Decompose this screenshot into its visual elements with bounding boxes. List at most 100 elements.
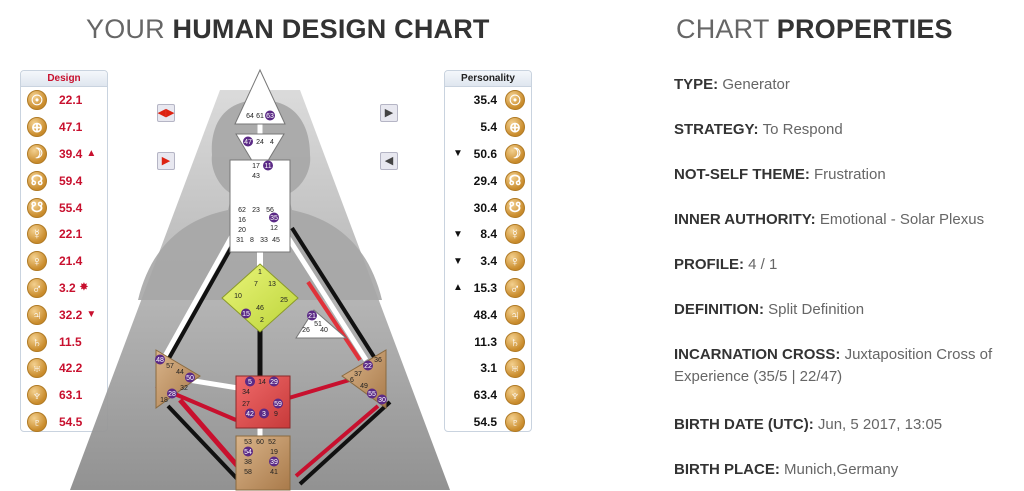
channel-spleen-root-black [166,404,246,488]
design-value: 55.4 [59,200,83,215]
design-row: ♂3.2✸ [21,275,107,302]
gate-37: 37 [354,371,362,378]
chart-title: YOUR HUMAN DESIGN CHART [86,14,490,45]
gate-12: 12 [270,225,278,232]
gate-33: 33 [260,237,268,244]
design-row: ☿22.1 [21,221,107,248]
design-row: ☋55.4 [21,194,107,221]
gate-marker [367,388,377,399]
gate-25: 25 [280,297,288,304]
gate-marker [263,160,273,171]
personality-row: 63.4♆ [445,382,531,409]
design-arrow-right-icon[interactable]: ▶ [157,152,175,170]
gate-63: 63 [266,113,274,120]
gate-21: 21 [308,313,316,320]
chart-title-bold: HUMAN DESIGN CHART [172,14,490,44]
moon-icon: ☽ [27,143,47,164]
gate-45: 45 [272,237,280,244]
jupiter-icon: ♃ [27,304,47,325]
gate-49: 49 [360,383,368,390]
personality-arrow-right-icon[interactable]: ▶ [380,104,398,122]
gate-15: 15 [242,311,250,318]
gate-50: 50 [186,375,194,382]
personality-mark: ▼ [453,228,463,240]
chart-title-light: YOUR [86,14,165,44]
sun-icon: ☉ [27,90,47,111]
personality-row: 29.4☊ [445,167,531,194]
design-mark: ▼ [86,309,97,321]
channel-sacral-solar [281,376,357,402]
gate-18: 18 [160,397,168,404]
gate-51: 51 [314,321,322,328]
gate-58: 58 [244,469,252,476]
gate-62: 62 [238,207,246,214]
south-node-icon: ☋ [505,197,525,218]
gate-1: 1 [258,269,262,276]
property-label: TYPE: [674,76,723,93]
personality-row: 30.4☋ [445,194,531,221]
property-label: STRATEGY: [674,121,763,138]
gate-9: 9 [274,411,278,418]
gate-marker [245,376,255,387]
venus-icon: ♀ [505,251,525,272]
mercury-icon: ☿ [27,224,47,245]
mars-icon: ♂ [27,277,47,298]
property-item: NOT-SELF THEME: Frustration [674,164,1019,186]
property-value: Frustration [814,166,886,183]
g-center [221,263,299,333]
design-row: ♄11.5 [21,328,107,355]
gate-53: 53 [244,439,252,446]
gate-7: 7 [254,281,258,288]
channel-solar-root-black [298,400,392,486]
uranus-icon: ♅ [27,358,47,379]
gate-47: 47 [244,139,252,146]
personality-arrow-left-icon[interactable]: ◀ [380,152,398,170]
pluto-icon: ♇ [27,411,47,432]
personality-value: 54.5 [473,414,497,429]
properties-title: CHART PROPERTIES [676,14,953,45]
gate-44: 44 [176,369,184,376]
channel-16-48-black [166,231,242,361]
gate-3: 3 [262,411,266,418]
property-item: INNER AUTHORITY: Emotional - Solar Plexu… [674,209,1019,231]
gate-59: 59 [274,401,282,408]
property-label: PROFILE: [674,256,749,273]
personality-value: 3.4 [480,254,497,269]
gate-55: 55 [368,391,376,398]
personality-row: 3.1♅ [445,355,531,382]
pluto-icon: ♇ [505,411,525,432]
gate-marker [307,310,317,321]
sun-icon: ☉ [505,90,525,111]
design-arrow-left-icon[interactable]: ◀▶ [157,104,175,122]
gate-54: 54 [244,449,252,456]
personality-row: 54.5 ♇ [445,409,531,436]
property-item: STRATEGY: To Respond [674,119,1019,141]
property-item: TYPE: Generator [674,74,1019,96]
gate-32: 32 [180,385,188,392]
personality-value: 15.3 [473,280,497,295]
ego-center [295,309,348,339]
channel-solar-root-red [294,404,380,478]
north-node-icon: ☊ [27,170,47,191]
gate-42: 42 [246,411,254,418]
channel-35-36-white [279,226,369,362]
design-value: 54.5 [59,414,83,429]
personality-mark: ▼ [453,148,463,160]
design-row: ♆63.1 [21,382,107,409]
gate-14: 14 [258,379,266,386]
design-value: 32.2 [59,307,83,322]
earth-icon: ⊕ [505,117,525,138]
personality-column: Personality 35.4☉5.4⊕▼50.6☽29.4☊30.4☋▼8.… [444,70,532,432]
personality-row: 48.4♃ [445,301,531,328]
throat-center [229,159,291,253]
moon-icon: ☽ [505,143,525,164]
personality-row: 11.3♄ [445,328,531,355]
saturn-icon: ♄ [505,331,525,352]
property-value: Munich,Germany [784,461,899,478]
personality-mark: ▼ [453,255,463,267]
gate-64: 64 [246,113,254,120]
neptune-icon: ♆ [505,385,525,406]
gate-27: 27 [242,401,250,408]
channels [155,124,392,488]
